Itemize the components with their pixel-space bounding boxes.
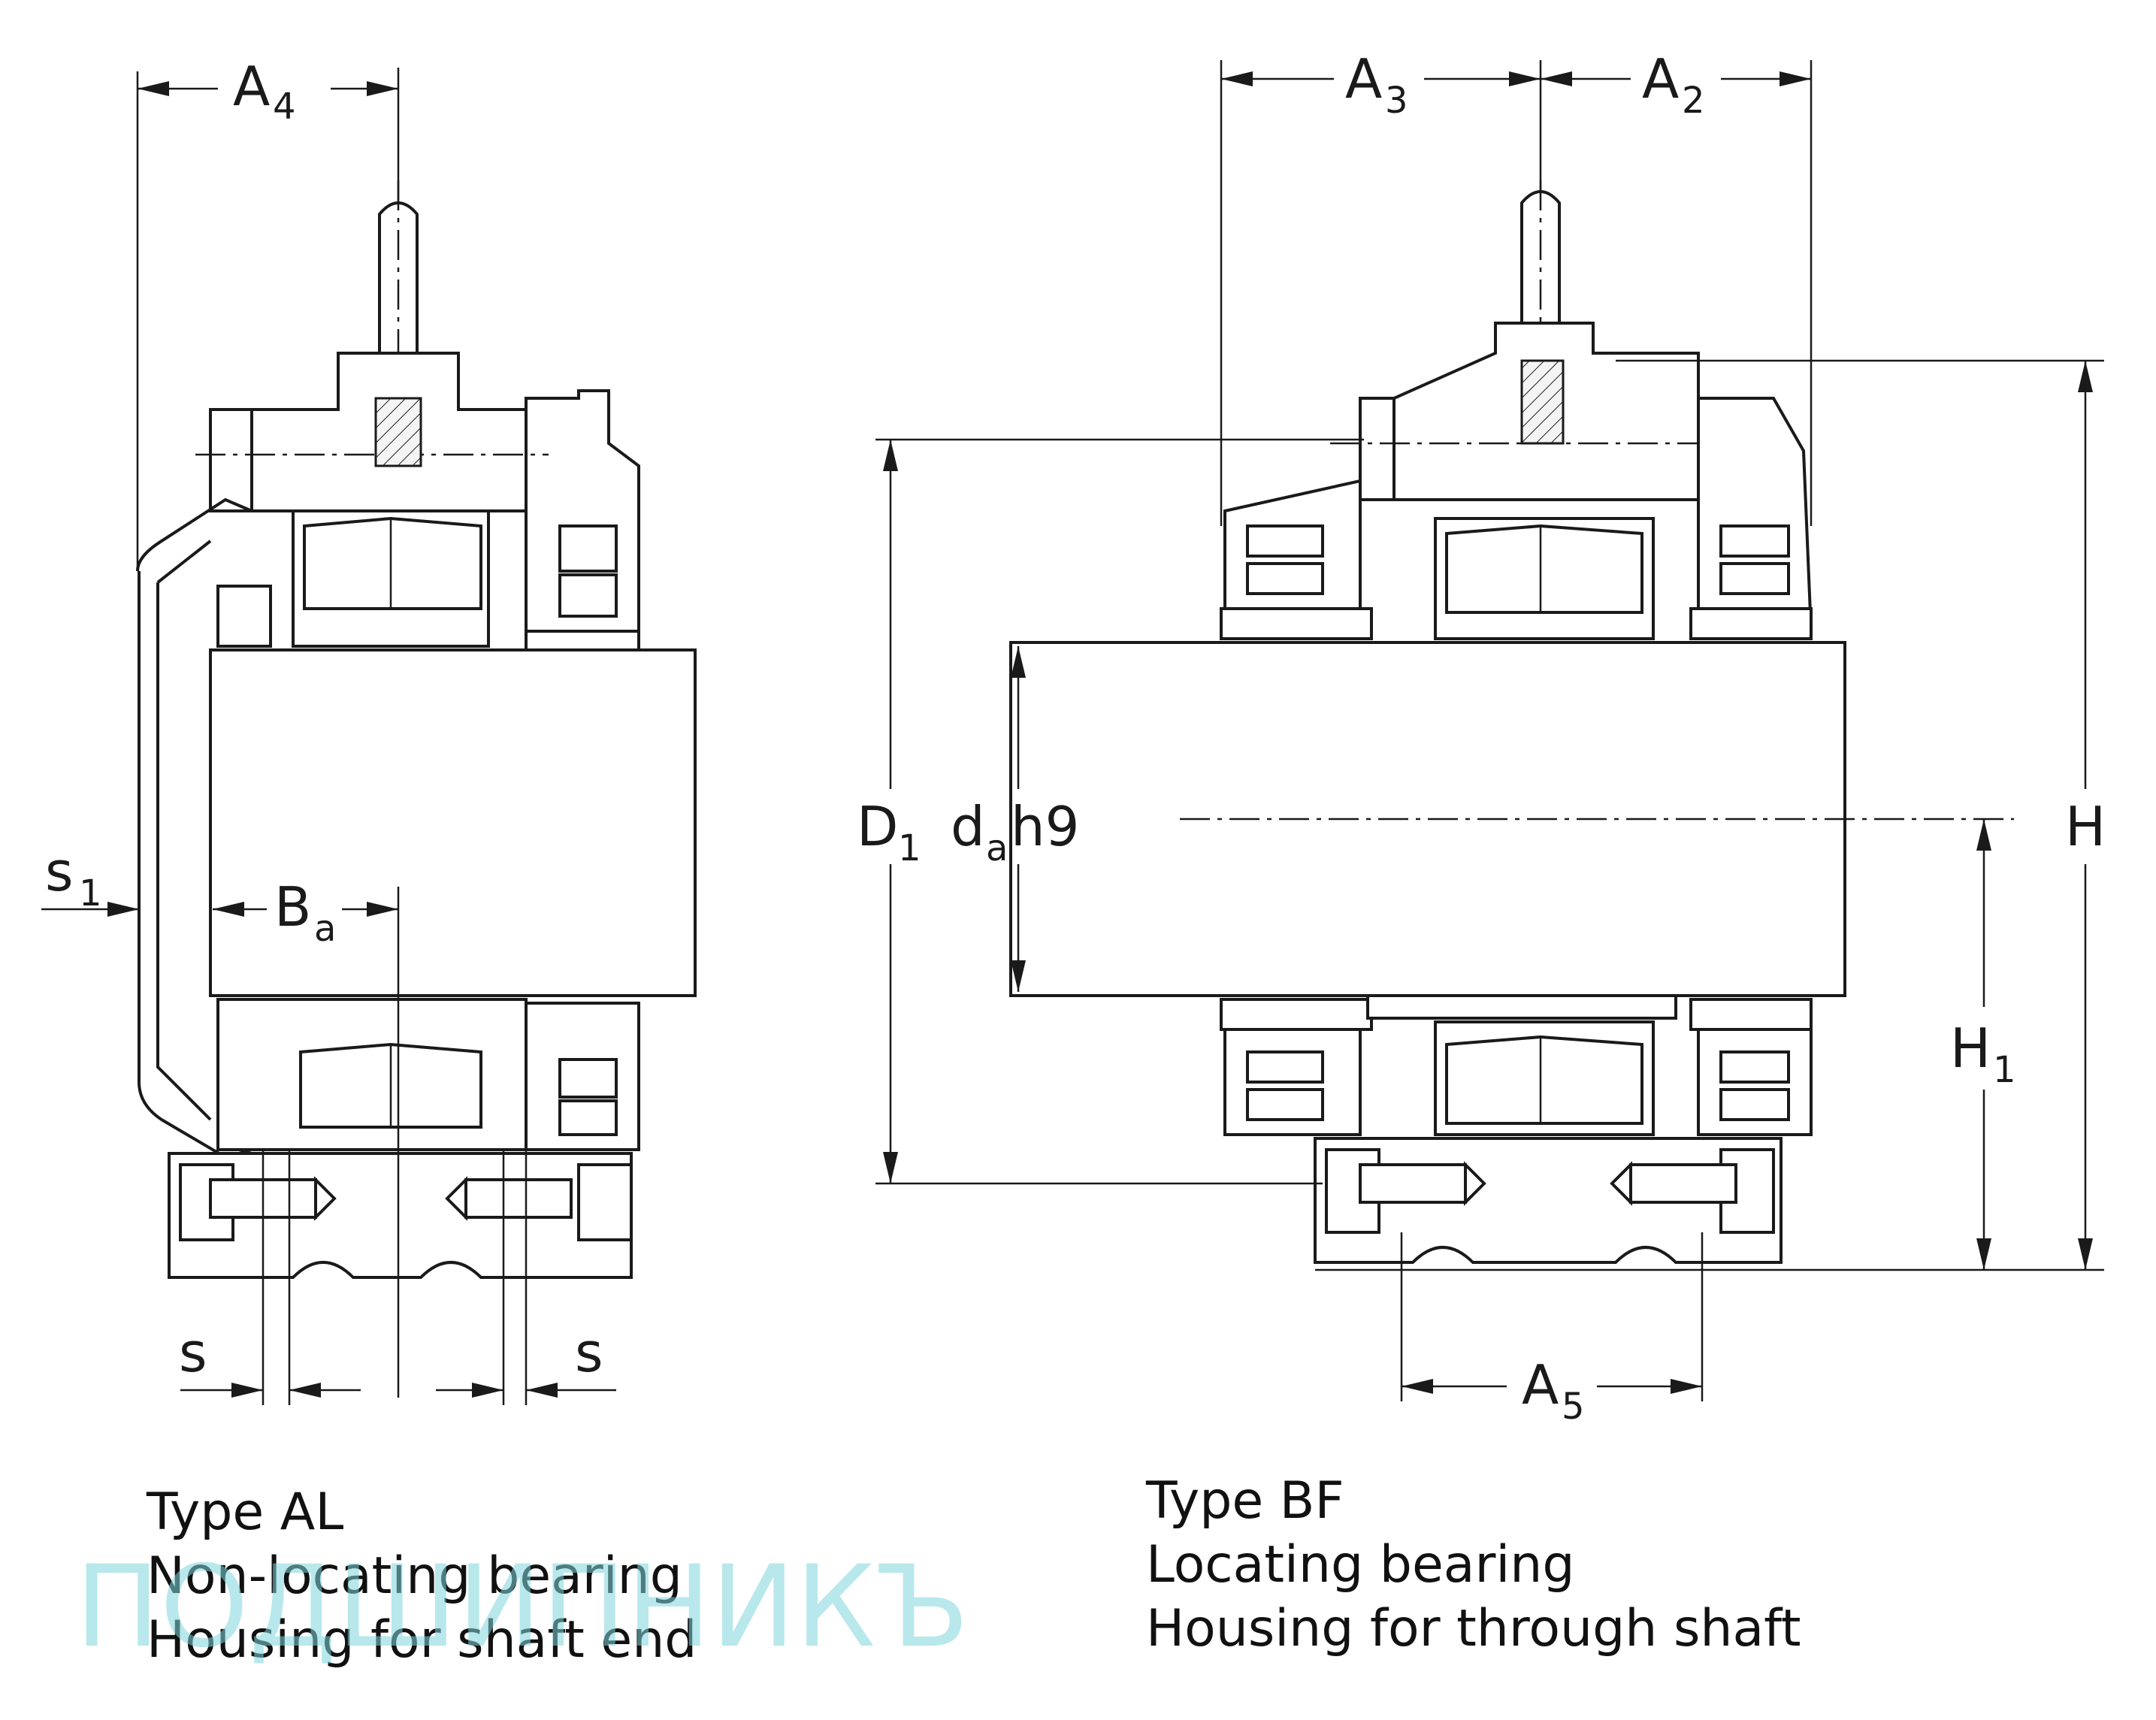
caption-left-type: Type AL bbox=[146, 1483, 343, 1542]
label-s-right: s bbox=[575, 1321, 603, 1384]
shaft-al bbox=[209, 648, 697, 997]
label-da-main: d bbox=[951, 795, 985, 858]
label-s1-main: s bbox=[45, 840, 74, 903]
watermark-logo: ПОДШИПНИКЪ bbox=[75, 1542, 969, 1673]
housing-bf: D 1 d a h9 H H 1 bbox=[857, 322, 2106, 1428]
label-ba-sub: a bbox=[314, 908, 336, 950]
caption-left-line1: Non-locating bearing bbox=[147, 1546, 682, 1606]
caption-right: Type BF Locating bearing Housing for thr… bbox=[1145, 1471, 1801, 1658]
caption-right-line1: Locating bearing bbox=[1146, 1535, 1575, 1595]
type-al-view: A 4 bbox=[41, 55, 697, 1405]
caption-left-line2: Housing for shaft end bbox=[147, 1610, 697, 1670]
label-da-tol: h9 bbox=[1011, 795, 1079, 858]
label-a5-sub: 5 bbox=[1562, 1386, 1585, 1428]
label-d1-sub: 1 bbox=[898, 827, 921, 869]
label-h1-sub: 1 bbox=[1993, 1049, 2016, 1091]
housing-al: B a s 1 s s bbox=[41, 352, 697, 1405]
caption-right-line2: Housing for through shaft bbox=[1146, 1599, 1801, 1658]
label-a3-sub: 3 bbox=[1385, 80, 1408, 122]
label-ba-main: B bbox=[274, 875, 311, 939]
caption-left: Type AL Non-locating bearing Housing for… bbox=[146, 1483, 697, 1670]
dim-a4: A 4 bbox=[136, 55, 400, 571]
label-a4-sub: 4 bbox=[273, 86, 296, 128]
label-d1-main: D bbox=[857, 795, 898, 858]
label-h: H bbox=[2065, 795, 2106, 858]
label-a2-sub: 2 bbox=[1682, 80, 1705, 122]
label-a3-main: A bbox=[1345, 47, 1382, 110]
label-a5-main: A bbox=[1522, 1353, 1559, 1416]
label-h1-main: H bbox=[1950, 1017, 1991, 1080]
label-s1-sub: 1 bbox=[79, 872, 102, 914]
label-da-sub: a bbox=[986, 827, 1008, 869]
eyebolt-right bbox=[1520, 180, 1561, 473]
label-a2-main: A bbox=[1642, 47, 1679, 110]
label-a4-main: A bbox=[233, 55, 270, 118]
label-s-left: s bbox=[179, 1321, 207, 1384]
dim-a3-a2: A 3 A 2 bbox=[1220, 47, 1813, 526]
watermark-text: ПОДШИПНИКЪ bbox=[75, 1542, 969, 1673]
type-bf-view: A 3 A 2 bbox=[857, 47, 2106, 1428]
caption-right-type: Type BF bbox=[1145, 1471, 1344, 1531]
